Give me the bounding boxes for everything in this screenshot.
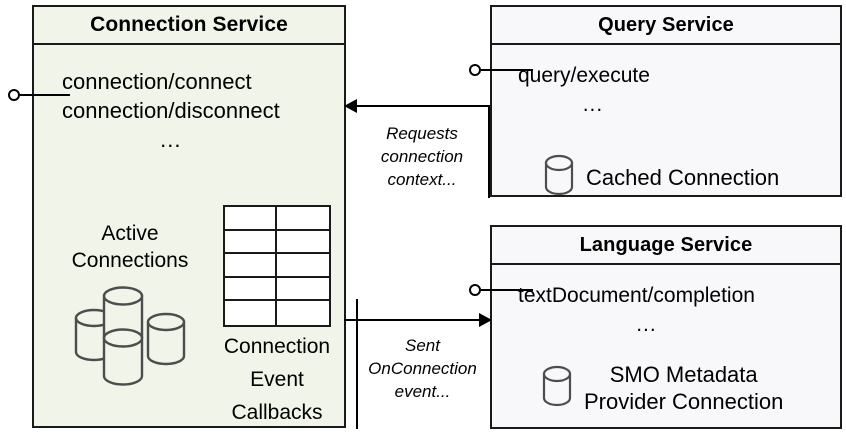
language-service-ellipsis: ... [636, 313, 657, 336]
database-cylinder-icon [542, 153, 576, 202]
cached-connection-label: Cached Connection [586, 165, 780, 190]
connector-vertical-segment [488, 106, 490, 198]
grid-cell [225, 301, 277, 325]
smo-metadata-label-line1: SMO Metadata [609, 362, 758, 387]
label-line2: connection [380, 147, 464, 166]
connection-service-operations: connection/connect connection/disconnect… [62, 67, 280, 154]
label-line1: Sent [405, 336, 440, 355]
event-callbacks-caption-line3: Callbacks [231, 401, 323, 424]
connection-event-callbacks-group: Connection Event Callbacks [202, 205, 352, 426]
operation-textdocument-completion: textDocument/completion [518, 284, 755, 307]
operation-connection-disconnect: connection/disconnect [62, 98, 280, 123]
database-cylinder-icon [540, 364, 574, 413]
query-service-body: query/execute ... Cached Connection [492, 45, 840, 196]
database-cluster-icon [64, 282, 196, 390]
lollipop-stem [481, 69, 533, 71]
cached-connection-row: Cached Connection [542, 153, 779, 202]
smo-metadata-label-line2: Provider Connection [584, 389, 784, 414]
language-service-operations: textDocument/completion ... [518, 281, 755, 339]
connection-service-body: connection/connect connection/disconnect… [34, 45, 344, 426]
connector-connection-to-language-label: Sent OnConnection event... [357, 334, 488, 403]
lollipop-stem [481, 289, 533, 291]
grid-cell [277, 301, 329, 325]
event-callbacks-caption-line1: Connection [223, 335, 331, 358]
grid-cell [277, 254, 329, 278]
smo-metadata-provider-row: SMO Metadata Provider Connection [540, 361, 783, 415]
label-line3: context... [387, 170, 457, 189]
active-connections-caption-line2: Connections [71, 249, 189, 272]
label-line2: OnConnection [368, 359, 477, 378]
connector-query-to-connection-label: Requests connection context... [358, 122, 486, 191]
grid-cell [225, 254, 277, 278]
operation-query-execute: query/execute [518, 64, 650, 87]
connector-vertical-segment [356, 299, 358, 429]
grid-cell [225, 207, 277, 231]
query-service-ellipsis: ... [582, 93, 604, 116]
operation-connection-connect: connection/connect [62, 69, 252, 94]
active-connections-caption-line1: Active [101, 222, 159, 245]
component-connection-service[interactable]: Connection Service connection/connect co… [32, 5, 346, 428]
lollipop-ball-icon [469, 64, 481, 76]
connection-service-lollipop[interactable] [8, 89, 70, 101]
grid-cell [277, 231, 329, 255]
lollipop-stem [20, 94, 70, 96]
arrow-head-right-icon [479, 313, 492, 327]
language-service-body: textDocument/completion ... SMO Metadata… [492, 265, 840, 427]
active-connections-group: Active Connections [54, 220, 206, 390]
component-query-service[interactable]: Query Service query/execute ... Cached C… [490, 5, 842, 197]
component-language-service[interactable]: Language Service textDocument/completion… [490, 225, 842, 429]
query-service-title: Query Service [492, 7, 840, 45]
event-callbacks-caption-line2: Event [250, 368, 304, 391]
query-service-lollipop[interactable] [469, 64, 533, 76]
label-line3: event... [394, 382, 451, 401]
grid-cell [277, 207, 329, 231]
query-service-operations: query/execute ... [518, 61, 650, 119]
table-grid-icon [223, 205, 331, 327]
arrow-head-left-icon [344, 99, 357, 113]
grid-cell [225, 277, 277, 302]
smo-metadata-provider-label-group: SMO Metadata Provider Connection [584, 361, 783, 415]
connection-service-ellipsis: ... [160, 127, 182, 152]
connection-service-title: Connection Service [34, 7, 344, 45]
connector-horizontal-segment [344, 319, 481, 321]
grid-cell [225, 230, 277, 255]
grid-cell [277, 278, 329, 302]
language-service-lollipop[interactable] [469, 284, 533, 296]
lollipop-ball-icon [8, 89, 20, 101]
connector-horizontal-segment [357, 105, 490, 107]
language-service-title: Language Service [492, 227, 840, 265]
label-line1: Requests [386, 124, 458, 143]
lollipop-ball-icon [469, 284, 481, 296]
